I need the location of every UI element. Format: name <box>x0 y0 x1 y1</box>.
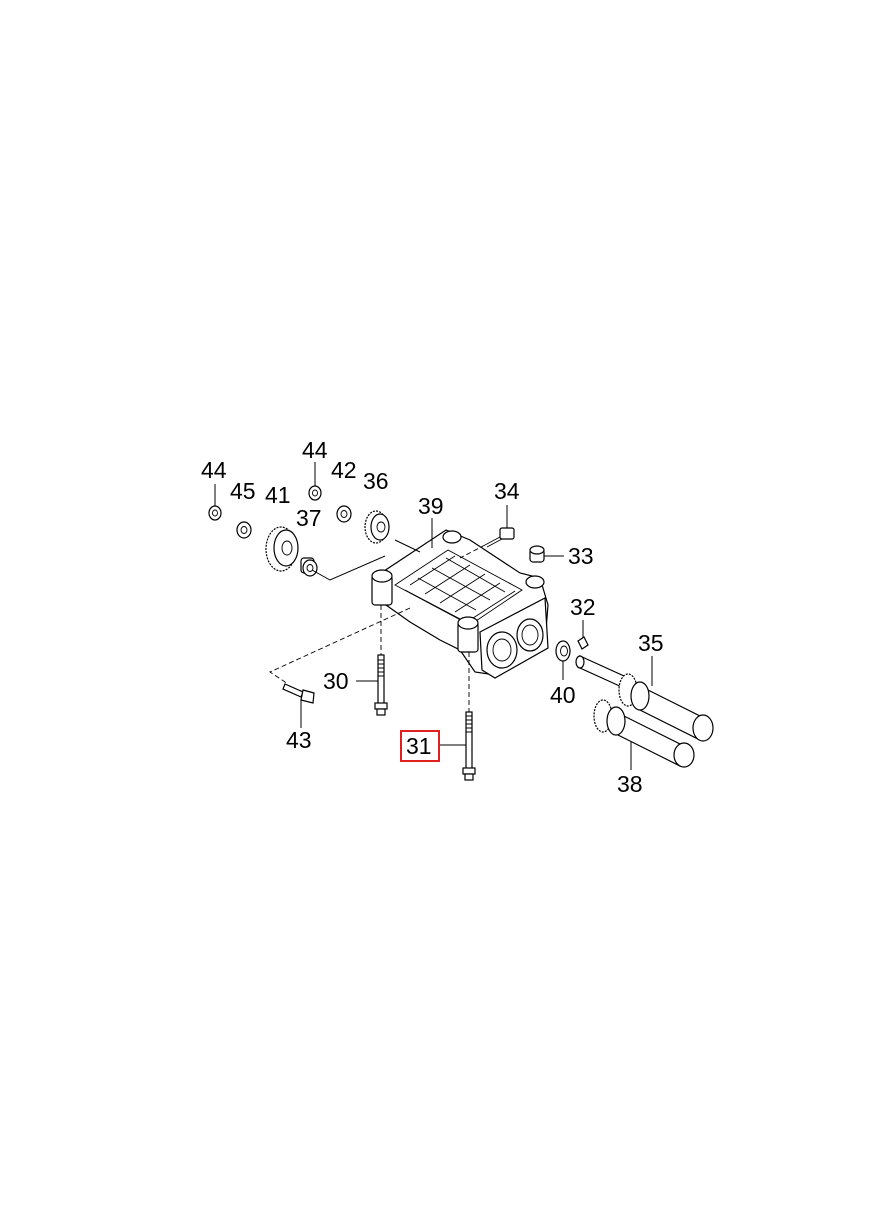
clip-32[interactable] <box>577 636 589 650</box>
bushing-37[interactable] <box>300 557 318 577</box>
washer-44-left[interactable] <box>208 505 222 521</box>
callout-34[interactable]: 34 <box>494 478 520 504</box>
callout-44-center[interactable]: 44 <box>302 437 328 463</box>
housing-39[interactable] <box>371 529 549 679</box>
callout-40[interactable]: 40 <box>550 682 576 708</box>
callout-33[interactable]: 33 <box>568 543 594 569</box>
gear-41[interactable] <box>265 526 299 572</box>
washer-42[interactable] <box>336 505 352 523</box>
assembly-line-bolt-34 <box>459 544 486 559</box>
bolt-34[interactable] <box>484 527 515 548</box>
callout-44-left[interactable]: 44 <box>201 457 227 483</box>
callout-42[interactable]: 42 <box>331 457 357 483</box>
gear-36[interactable] <box>364 510 390 544</box>
washer-45[interactable] <box>236 521 252 539</box>
balance-shaft-38[interactable] <box>593 699 695 768</box>
leader-37 <box>311 555 386 581</box>
callout-38[interactable]: 38 <box>617 771 643 797</box>
callout-45[interactable]: 45 <box>230 478 256 504</box>
bolt-43[interactable] <box>282 683 315 704</box>
callout-30[interactable]: 30 <box>323 668 349 694</box>
callout-43[interactable]: 43 <box>286 727 312 753</box>
callout-32[interactable]: 32 <box>570 594 596 620</box>
callout-37[interactable]: 37 <box>296 505 322 531</box>
assembly-line-bolt-43 <box>269 607 411 685</box>
balance-shaft-35[interactable] <box>575 655 714 742</box>
callout-39[interactable]: 39 <box>418 493 444 519</box>
bolt-30[interactable] <box>374 654 388 716</box>
washer-44-center[interactable] <box>308 485 322 501</box>
ring-40[interactable] <box>555 640 571 662</box>
callout-36[interactable]: 36 <box>363 468 389 494</box>
callout-31[interactable]: 31 <box>406 733 432 759</box>
callout-35[interactable]: 35 <box>638 630 664 656</box>
highlight-box-31 <box>400 730 440 762</box>
bolt-31[interactable] <box>462 711 476 781</box>
leader-39 <box>394 518 433 553</box>
callout-41[interactable]: 41 <box>265 482 291 508</box>
plug-33[interactable] <box>529 545 545 563</box>
